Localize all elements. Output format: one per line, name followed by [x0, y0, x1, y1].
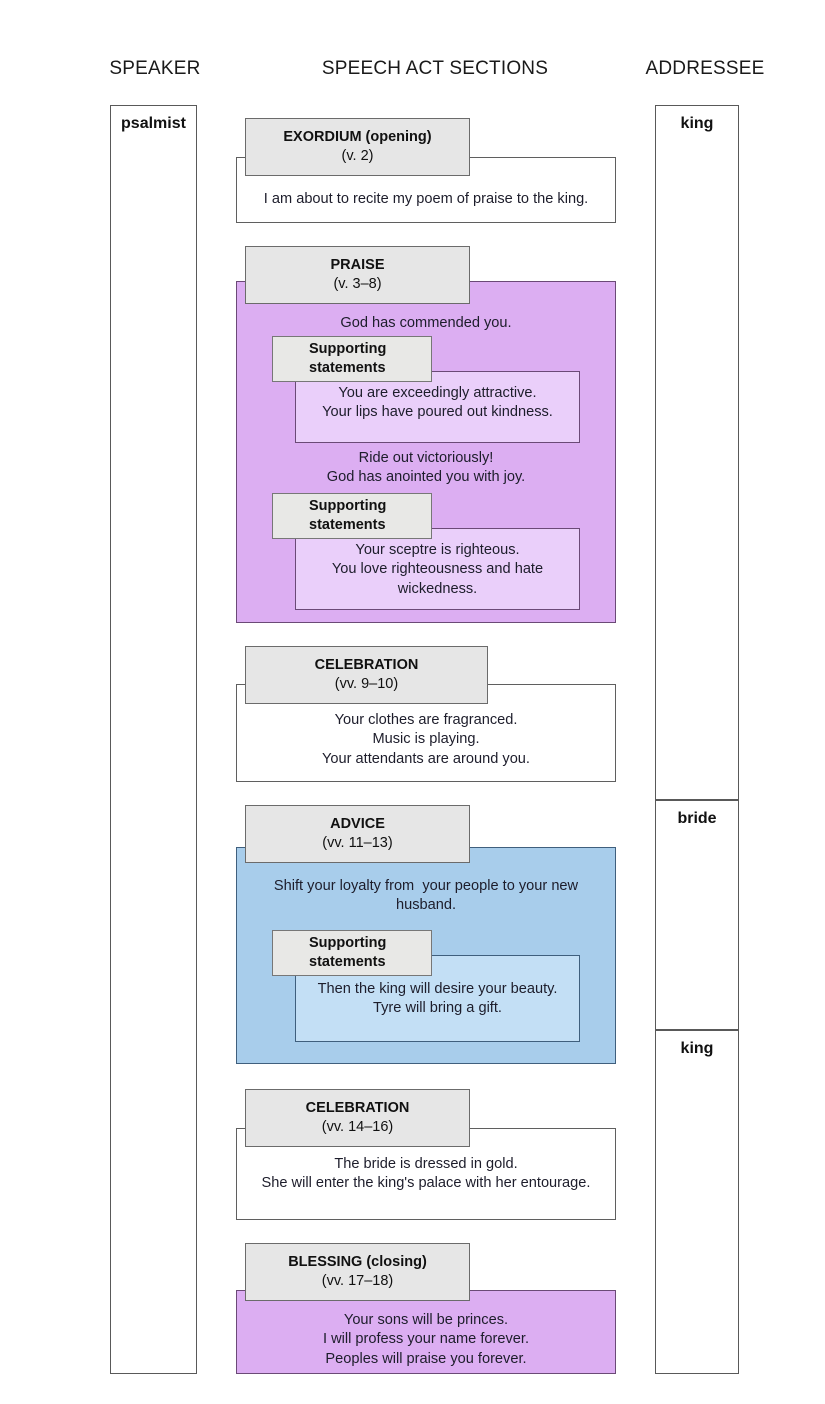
section-body-text-celebration-2: The bride is dressed in gold.She will en… — [261, 1156, 591, 1192]
supporting-label-line1-advice: Supporting — [309, 934, 387, 951]
supporting-header-praise-1[interactable]: Supporting statements — [272, 336, 432, 382]
supporting-body-praise-1: You are exceedingly attractive.Your lips… — [295, 371, 580, 443]
section-header-advice[interactable]: ADVICE (vv. 11–13) — [245, 805, 470, 863]
addressee-box-king-2: king — [655, 1030, 739, 1374]
supporting-label-line1-praise-1: Supporting — [309, 340, 387, 357]
supporting-label-line2-advice: statements — [309, 954, 386, 970]
column-heading-addressee: ADDRESSEE — [645, 58, 765, 79]
section-header-praise[interactable]: PRAISE (v. 3–8) — [245, 246, 470, 304]
section-body-text-advice: Shift your loyalty from your people to y… — [273, 878, 579, 914]
section-body-text-blessing: Your sons will be princes.I will profess… — [322, 1312, 529, 1367]
section-verses-blessing: (vv. 17–18) — [321, 1273, 394, 1289]
supporting-label-line1-praise-2: Supporting — [309, 497, 387, 514]
supporting-label-line2-praise-1: statements — [309, 360, 386, 376]
section-body-text-celebration-1: Your clothes are fragranced.Music is pla… — [322, 712, 530, 767]
section-title-blessing: BLESSING (closing) — [288, 1254, 427, 1271]
section-header-exordium[interactable]: EXORDIUM (opening) (v. 2) — [245, 118, 470, 176]
section-body-text-exordium: I am about to recite my poem of praise t… — [263, 191, 589, 207]
section-body-text-praise-2: Ride out victoriously!God has anointed y… — [326, 450, 526, 486]
supporting-text-praise-1: You are exceedingly attractive.Your lips… — [322, 385, 553, 421]
section-verses-celebration-2: (vv. 14–16) — [321, 1119, 394, 1135]
section-verses-advice: (vv. 11–13) — [322, 835, 393, 851]
supporting-label-line2-praise-2: statements — [309, 517, 386, 533]
section-verses-exordium: (v. 2) — [341, 148, 374, 164]
speaker-box-psalmist: psalmist — [110, 105, 197, 1374]
section-title-exordium: EXORDIUM (opening) — [283, 129, 432, 146]
section-header-celebration-2[interactable]: CELEBRATION (vv. 14–16) — [245, 1089, 470, 1147]
supporting-body-praise-2: Your sceptre is righteous.You love right… — [295, 528, 580, 610]
section-header-blessing[interactable]: BLESSING (closing) (vv. 17–18) — [245, 1243, 470, 1301]
supporting-header-advice[interactable]: Supporting statements — [272, 930, 432, 976]
supporting-header-praise-2[interactable]: Supporting statements — [272, 493, 432, 539]
supporting-text-advice: Then the king will desire your beauty.Ty… — [317, 981, 558, 1017]
section-title-celebration-2: CELEBRATION — [305, 1100, 410, 1117]
section-header-celebration-1[interactable]: CELEBRATION (vv. 9–10) — [245, 646, 488, 704]
section-title-praise: PRAISE — [330, 257, 385, 274]
section-title-advice: ADVICE — [330, 816, 385, 833]
section-verses-celebration-1: (vv. 9–10) — [334, 676, 399, 692]
addressee-label-king-1: king — [680, 115, 714, 132]
speaker-label-psalmist: psalmist — [121, 115, 186, 132]
column-heading-sections: SPEECH ACT SECTIONS — [321, 58, 549, 79]
section-body-blessing: Your sons will be princes.I will profess… — [236, 1290, 616, 1374]
addressee-box-king-1: king — [655, 105, 739, 800]
section-title-celebration-1: CELEBRATION — [314, 657, 419, 674]
column-heading-speaker: SPEAKER — [109, 58, 201, 79]
addressee-label-bride: bride — [677, 810, 717, 827]
addressee-box-bride: bride — [655, 800, 739, 1030]
section-body-text-praise-1: God has commended you. — [340, 315, 512, 331]
addressee-label-king-2: king — [680, 1040, 714, 1057]
supporting-text-praise-2: Your sceptre is righteous.You love right… — [331, 542, 544, 597]
section-verses-praise: (v. 3–8) — [333, 276, 382, 292]
